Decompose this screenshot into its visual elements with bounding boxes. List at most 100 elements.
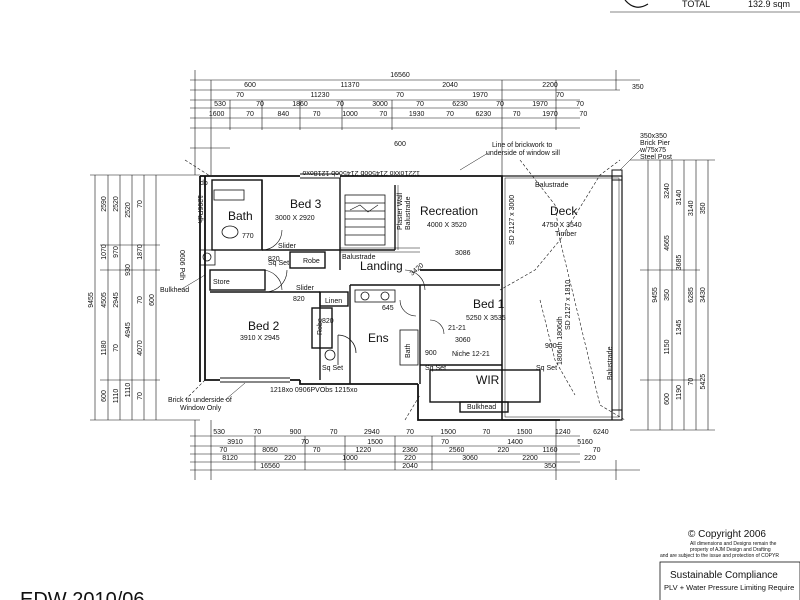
bottom-dim-3-6: 220: [584, 455, 596, 462]
top-dim-3-6: 6230: [452, 101, 468, 108]
top-dim-3-0: 530: [214, 101, 226, 108]
bottom-dim-1-2: 1500: [367, 439, 383, 446]
top-dim-3-2: 1860: [292, 101, 308, 108]
top-dim-1-3: 2200: [542, 82, 558, 89]
left-dim-1-3: 1180: [101, 340, 108, 355]
bottom-dim-0-9: 1240: [555, 429, 571, 436]
top-dim-0-0: 16560: [390, 72, 410, 79]
bottom-dimensions: [190, 420, 640, 480]
left-dim-2-2: 2945: [113, 292, 120, 308]
top-dim-1-0: 600: [244, 82, 256, 89]
brick-window-1: Brick to underside of: [168, 397, 232, 404]
dim-645: 645: [382, 305, 394, 312]
bottom-dim-3-0: 8120: [222, 455, 238, 462]
top-dim-4-1: 70: [246, 111, 254, 118]
top-dim-4-4: 1000: [342, 111, 358, 118]
right-dim-0-0: 9455: [652, 287, 659, 303]
top-dim-3-4: 3000: [372, 101, 388, 108]
bottom-dim-4-0: 16560: [260, 463, 280, 470]
sd-deck: SD 2127 x 3000: [509, 195, 516, 245]
left-dim-1-1: 1070: [101, 244, 108, 260]
left-dim-1-4: 600: [101, 390, 108, 402]
balustrade-lines: [340, 185, 420, 253]
balustrade-vert: Balustrade: [405, 196, 412, 230]
top-dim-4-5: 70: [379, 111, 387, 118]
slider1-label: Slider: [278, 243, 297, 250]
dim-top-right: 350: [632, 84, 644, 91]
sq-set-2: Sq Set: [322, 365, 343, 372]
bottom-dim-0-1: 70: [253, 429, 261, 436]
sustain-sub: PLV + Water Pressure Limiting Require: [664, 583, 794, 592]
right-dim-1-3: 1150: [664, 339, 671, 354]
room-landing-name: Landing: [360, 259, 403, 273]
bottom-dim-2-2: 70: [313, 447, 321, 454]
rights-2: property of AJM Design and Drafting: [690, 547, 771, 553]
left-dim-2-0: 2520: [113, 196, 120, 212]
bottom-dim-2-6: 220: [497, 447, 509, 454]
room-bed3-size: 3000 X 2920: [275, 215, 315, 222]
bottom-dim-2-0: 70: [219, 447, 227, 454]
left-dim-3-1: 930: [125, 264, 132, 276]
bottom-dim-1-5: 5160: [577, 439, 593, 446]
sq-set-3: Sq Set: [425, 365, 446, 372]
right-dim-2-1: 3685: [676, 255, 683, 271]
window-left-label: 1206Pdh: [196, 195, 203, 223]
right-dimension-text: 9455324046653501150600314036851345119031…: [652, 183, 707, 405]
room-wir-name: WIR: [476, 373, 500, 387]
bottom-dim-2-3: 1220: [356, 447, 372, 454]
bottom-dim-1-4: 1400: [507, 439, 523, 446]
door-swings: [261, 229, 445, 335]
dim-2121: 21-21: [448, 325, 466, 332]
window-1806: 1806dh 1806dh: [557, 316, 564, 365]
bottom-dim-0-0: 530: [213, 429, 225, 436]
room-deck-material: Timber: [555, 231, 577, 238]
top-dim-4-8: 6230: [476, 111, 492, 118]
brick-window-2: Window Only: [180, 405, 222, 412]
left-dim-1-0: 2590: [101, 196, 108, 212]
bottom-dim-2-8: 70: [593, 447, 601, 454]
room-bed2-name: Bed 2: [248, 319, 280, 333]
bottom-dim-3-5: 2200: [522, 455, 538, 462]
bottom-dim-3-2: 1000: [342, 455, 358, 462]
bottom-dim-1-1: 70: [301, 439, 309, 446]
stairs: [344, 194, 386, 246]
dim-820-b: 820: [293, 296, 305, 303]
room-bed1-name: Bed 1: [473, 297, 505, 311]
top-dim-3-5: 70: [416, 101, 424, 108]
left-dim-3-0: 2520: [125, 202, 132, 218]
left-dim-3-2: 4945: [125, 322, 132, 338]
right-dim-3-0: 3140: [688, 200, 695, 216]
top-dim-4-3: 70: [313, 111, 321, 118]
top-dim-2-3: 1970: [472, 92, 488, 99]
sd-bed1: SD 2127 x 1810: [565, 280, 572, 330]
rights-1: All dimensions and Designs remain the: [690, 541, 777, 547]
brick-pier-1: 350x350: [640, 133, 667, 140]
right-dim-2-2: 1345: [676, 320, 683, 336]
dim-900-a: 900: [545, 343, 557, 350]
left-dim-4-4: 70: [137, 392, 144, 400]
bottom-dim-3-1: 220: [284, 455, 296, 462]
top-dim-2-0: 70: [236, 92, 244, 99]
room-recreation-size: 4000 X 3520: [427, 222, 467, 229]
top-dim-3-8: 1970: [532, 101, 548, 108]
room-bed2-size: 3910 X 2945: [240, 335, 280, 342]
bottom-dim-2-1: 8050: [262, 447, 278, 454]
outer-walls: [199, 175, 560, 421]
top-dim-2-2: 70: [396, 92, 404, 99]
bath-fixtures: [199, 189, 419, 366]
dim-3086: 3086: [455, 250, 471, 257]
left-dim-4-3: 4070: [137, 340, 144, 356]
balustrade-top: Balustrade: [535, 182, 569, 189]
right-dim-3-2: 70: [688, 378, 695, 386]
bulkhead-left: Bulkhead: [160, 287, 189, 294]
dim-820-c: 820: [322, 318, 334, 325]
windows: [220, 173, 340, 383]
left-dim-1-2: 4505: [101, 292, 108, 308]
bottom-dim-0-6: 1500: [440, 429, 456, 436]
right-dim-3-1: 6285: [688, 287, 695, 303]
drawing-number: EDW 2010/06: [20, 589, 145, 600]
top-dim-4-6: 1930: [409, 111, 425, 118]
left-dim-3-3: 1110: [125, 383, 132, 398]
bottom-dim-2-4: 2360: [402, 447, 418, 454]
